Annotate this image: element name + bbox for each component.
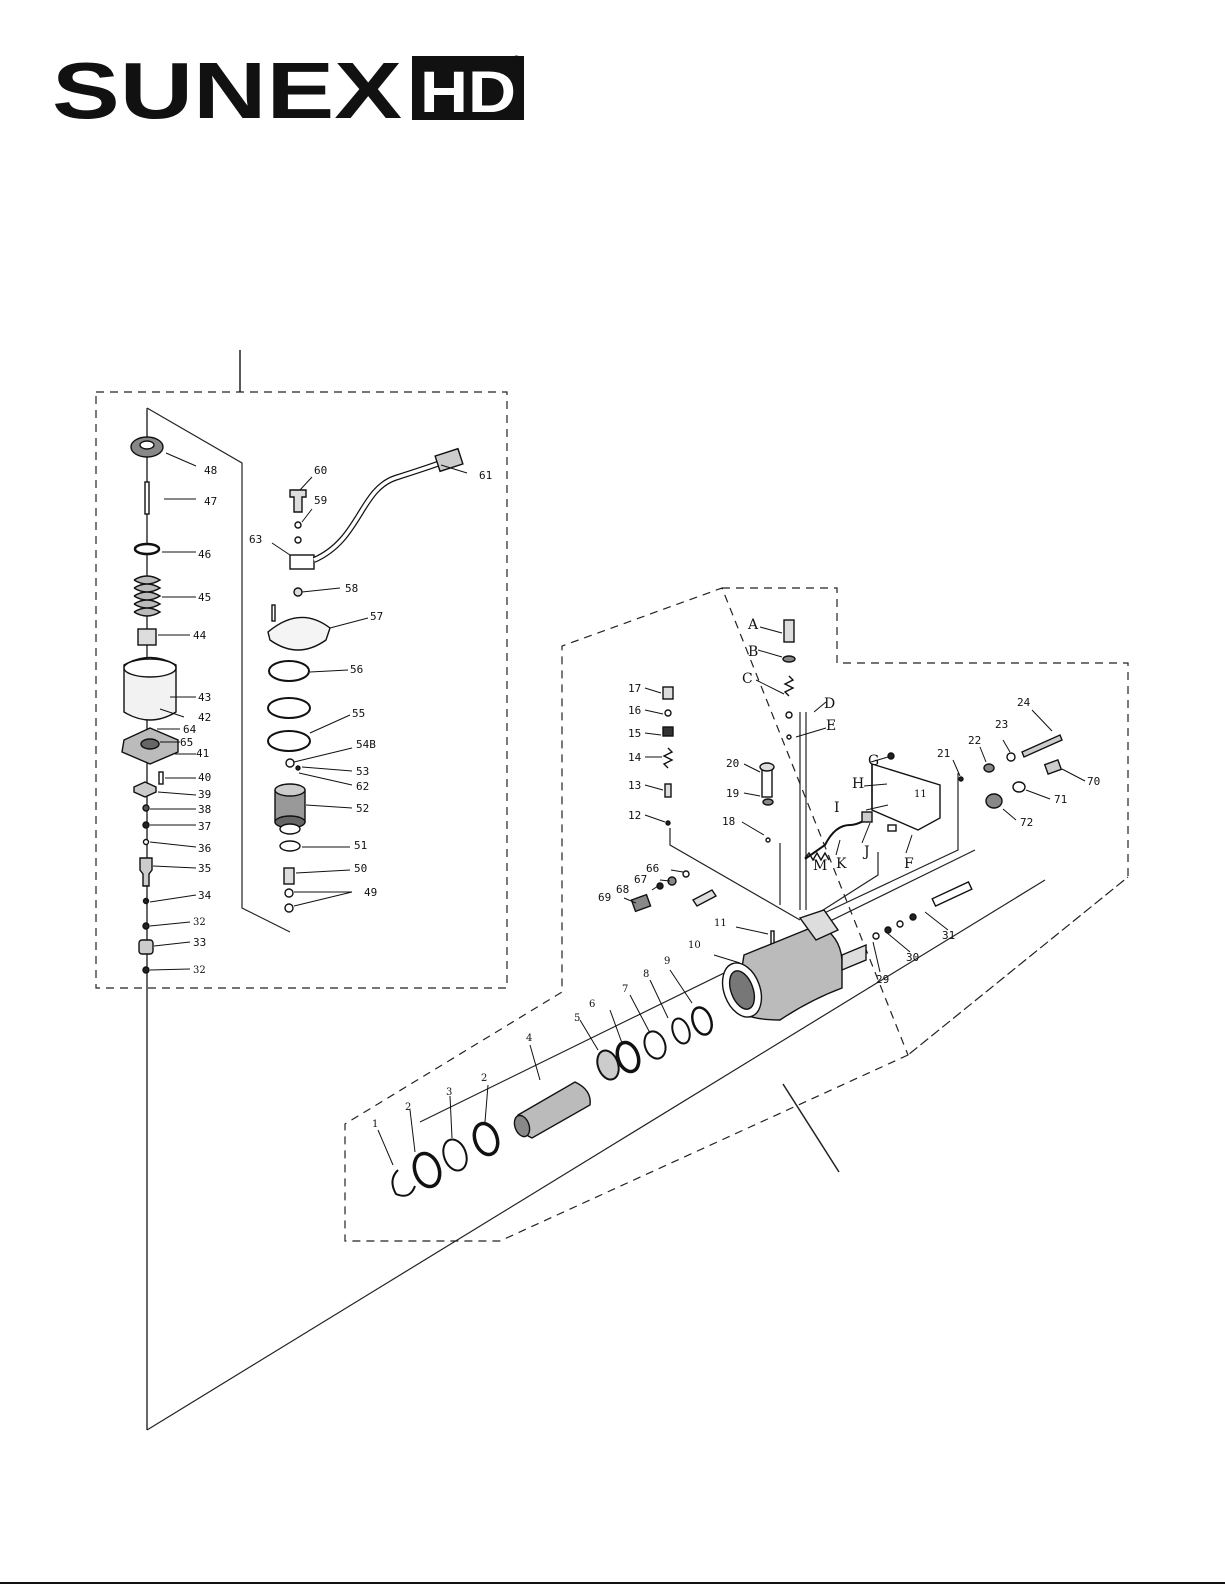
callout: 71 [1054,793,1067,806]
callout: 22 [968,734,981,747]
callout: 17 [628,682,641,695]
callout: 53 [356,765,369,778]
callout: 55 [352,707,365,720]
callout: 42 [198,711,211,724]
callout: 23 [995,718,1008,731]
callout: 37 [198,820,211,833]
callout: 59 [314,494,327,507]
callout: 32 [193,917,206,928]
callout: 67 [634,873,647,886]
callout: 16 [628,704,641,717]
registered-mark: ® [512,53,521,67]
callout: 2 [405,1102,411,1113]
callout: 36 [198,842,211,855]
callout: 51 [354,839,367,852]
leader-bottom [783,1084,839,1172]
callout: 7 [622,984,628,995]
callout: 30 [906,951,919,964]
letter-callout: C [742,671,753,687]
callout: 69 [598,891,611,904]
callout: 14 [628,751,642,764]
callout: 52 [356,802,369,815]
callout: 44 [193,629,207,642]
callout: 18 [722,815,735,828]
brand-name: SUNEX [52,46,402,135]
letter-callout: I [834,800,840,816]
callout: 8 [643,969,649,980]
letter-callout: H [852,776,864,792]
callout: 32 [193,965,206,976]
callout: 40 [198,771,211,784]
callout: 3 [446,1087,452,1098]
callout: 68 [616,883,629,896]
letter-callout: D [824,696,835,712]
callout: 64 [183,723,197,736]
callout: 29 [876,973,889,986]
callout: 66 [646,862,659,875]
callouts-right: 17 16 15 14 13 12 20 19 18 21 22 23 24 7… [372,682,1100,1130]
callout: 11 [714,918,727,929]
callout: 12 [628,809,641,822]
callout: 10 [688,940,701,951]
callout: 9 [664,956,670,967]
letter-callout: J [862,844,870,860]
callout: 24 [1017,696,1031,709]
callout: 34 [198,889,212,902]
callout: 38 [198,803,211,816]
right-assembly-parts [392,620,1062,1196]
callout: 41 [196,747,209,760]
callout: 33 [193,936,206,949]
callout: 46 [198,548,211,561]
callout: 4 [526,1033,532,1044]
letter-callout: A [747,617,759,633]
callout: 1 [372,1119,378,1130]
callout: 62 [356,780,369,793]
callout: 13 [628,779,641,792]
callout: 70 [1087,775,1100,788]
callout: 19 [726,787,739,800]
callout: 63 [249,533,262,546]
callout: 60 [314,464,327,477]
callout: 39 [198,788,211,801]
brand-logo: SUNEX HD ® [52,46,524,135]
callout: 21 [937,747,950,760]
callout: 72 [1020,816,1033,829]
callout: 15 [628,727,641,740]
letter-callout: K [836,856,847,872]
callout: 35 [198,862,211,875]
letter-callout: M [813,858,827,874]
callout: 58 [345,582,358,595]
callout: 20 [726,757,739,770]
callout: 2 [481,1073,487,1084]
callout: 48 [204,464,217,477]
callout: 57 [370,610,383,623]
callout: 61 [479,469,492,482]
letter-callout: B [748,644,758,660]
callout: 11 [914,789,927,800]
right-group-box [345,588,1128,1241]
callout: 49 [364,886,377,899]
callout: 47 [204,495,217,508]
letter-leaders [836,823,912,855]
callout: 6 [589,999,595,1010]
callout: 65 [180,736,193,749]
callout: 56 [350,663,363,676]
callout: 31 [942,929,955,942]
letter-callout: F [904,856,914,872]
callout: 45 [198,591,211,604]
callouts-left: 48 47 46 45 44 43 42 64 65 41 40 39 38 3… [180,464,217,976]
brand-sub: HD [420,60,516,125]
callout: 43 [198,691,211,704]
group-boundaries [96,392,1128,1241]
letter-callouts: A B C D E G H I J K M F [742,617,914,874]
letter-callout: E [826,718,836,734]
callout: 5 [574,1013,580,1024]
left-stack-parts [122,437,178,973]
letter-callout: G [868,753,879,769]
callout: 50 [354,862,367,875]
callout: 54B [356,738,376,751]
